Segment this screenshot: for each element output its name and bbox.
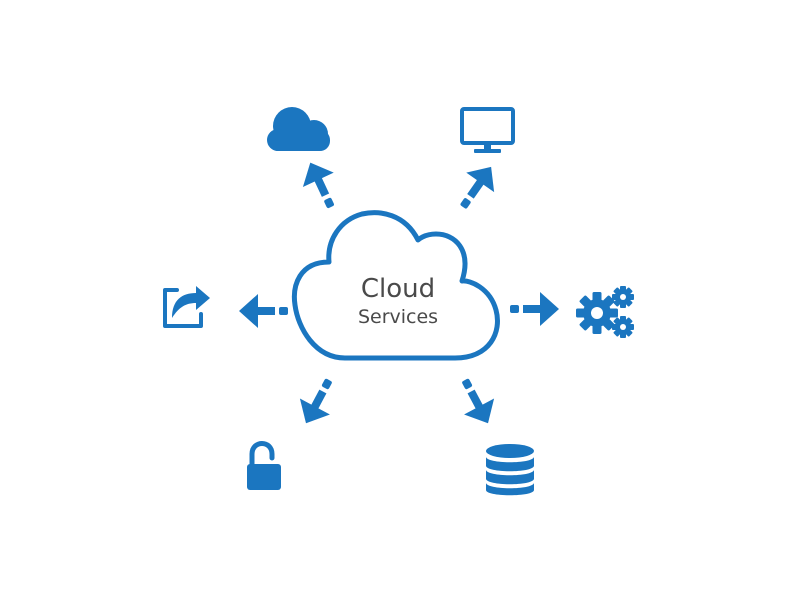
cloud-subtitle: Services — [358, 306, 438, 328]
cloud-icon — [267, 107, 330, 151]
central-cloud: Cloud Services — [291, 210, 500, 361]
central-cloud-outline-icon — [291, 210, 500, 361]
arrow-right — [510, 292, 559, 326]
share-icon — [163, 286, 210, 328]
unlock-icon — [247, 441, 281, 490]
arrow-top-right — [449, 157, 506, 217]
arrow-top-left — [294, 155, 347, 215]
arrow-bottom-right — [449, 372, 504, 432]
cloud-title: Cloud — [361, 274, 435, 304]
monitor-icon — [460, 107, 515, 153]
arrow-bottom-left — [290, 372, 345, 432]
arrow-left — [239, 294, 288, 328]
database-icon — [486, 444, 534, 496]
gears-icon — [576, 286, 634, 338]
